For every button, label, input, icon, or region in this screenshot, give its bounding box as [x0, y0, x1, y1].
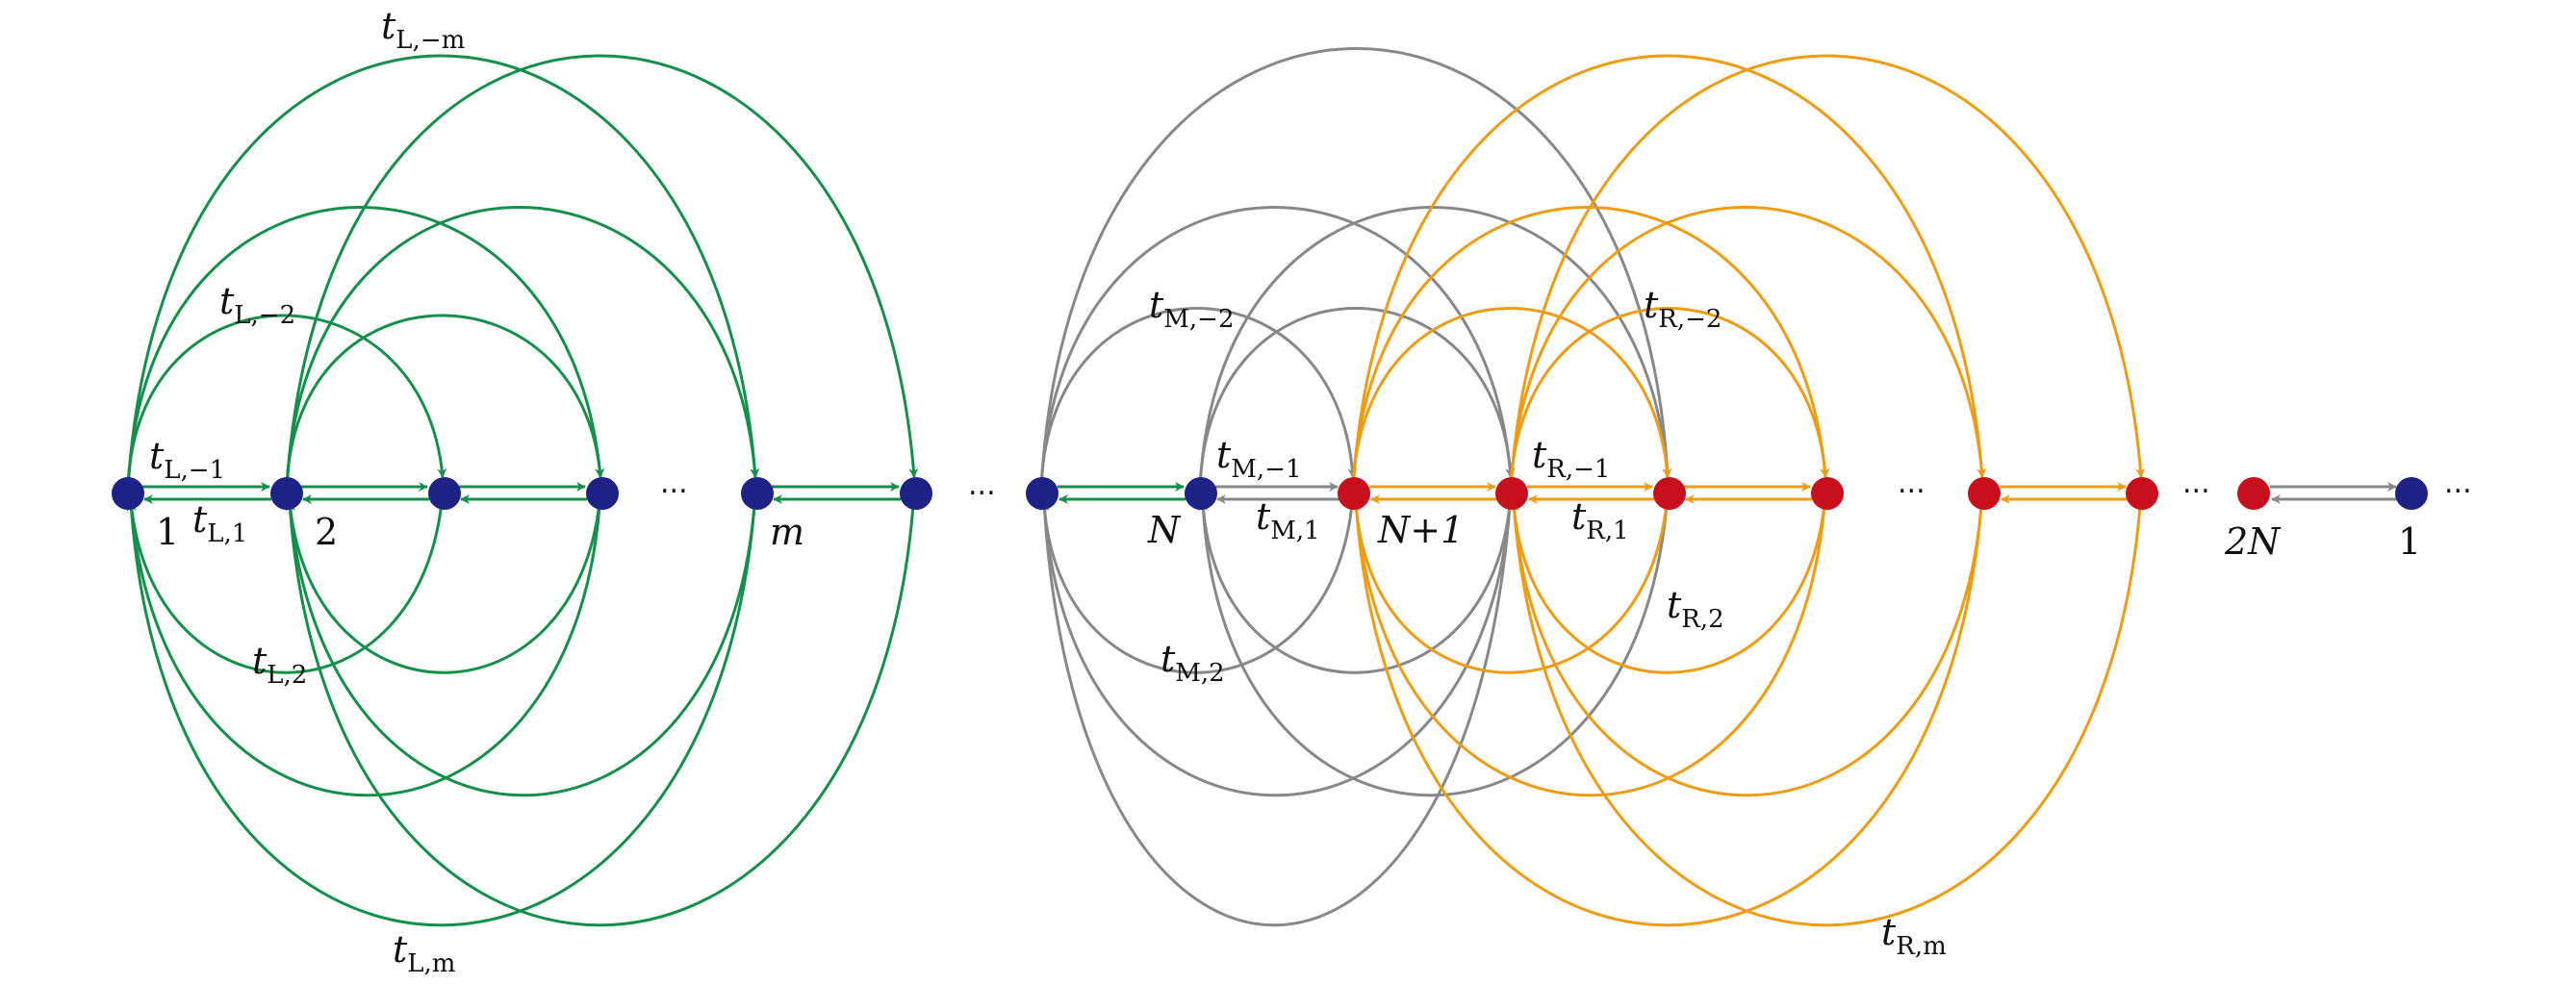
- node-L-1: [112, 477, 144, 510]
- node-M-a: [1026, 477, 1058, 510]
- arc-M-dn-d: [1198, 492, 1670, 797]
- node-label-1: 1: [156, 511, 179, 553]
- ellipsis-5: ...: [2444, 467, 2472, 500]
- arc-M-dn-b: [1198, 492, 1513, 674]
- node-label-end-1: 1: [2398, 520, 2421, 563]
- hopping-labels: tL,−m tL,−2 tL,−1 tL,1 tL,2 tL,m tM,−2 t…: [149, 5, 1947, 978]
- node-R-2N: [2237, 477, 2270, 510]
- arc-L-up-2-4: [285, 314, 605, 490]
- arc-L-dn-3-1: [126, 492, 445, 674]
- node-L-2: [270, 477, 303, 510]
- label-t-L-1: tL,1: [192, 498, 247, 548]
- node-L-4: [586, 477, 619, 510]
- node-label-N: N: [1147, 509, 1182, 551]
- label-t-L-2: tL,2: [252, 640, 307, 690]
- nn-arrows-left: [142, 482, 1186, 504]
- arc-L-dn-m1-2: [285, 492, 916, 927]
- arc-L-dn-4-2: [285, 492, 602, 674]
- left-arcs: [126, 54, 919, 927]
- node-L-m: [741, 477, 774, 510]
- arc-R-up-a: [1351, 307, 1672, 490]
- ellipsis-4: ...: [2182, 467, 2210, 500]
- arc-R-up-c: [1351, 206, 1830, 490]
- node-L-m1: [900, 477, 932, 510]
- arc-M-up-d: [1198, 206, 1672, 490]
- arc-M-dn-c: [1039, 492, 1513, 797]
- arc-R-dn-f: [1509, 492, 2143, 927]
- node-L-3: [428, 477, 461, 510]
- arc-L-dn-m-2: [285, 492, 757, 797]
- label-t-R-m: tR,m: [1881, 911, 1947, 961]
- nn-arrows-middle: [1215, 482, 2398, 504]
- label-t-R-minus-1: tR,−1: [1532, 434, 1610, 484]
- node-R-N1: [1338, 477, 1370, 510]
- node-R-2: [1495, 477, 1528, 510]
- arc-R-up-d: [1509, 206, 1987, 490]
- node-R-3: [1653, 477, 1686, 510]
- arc-R-dn-c: [1351, 492, 1827, 797]
- node-label-m: m: [770, 511, 804, 553]
- label-t-M-minus-2: tM,−2: [1149, 284, 1235, 334]
- label-t-R-1: tR,1: [1571, 495, 1629, 545]
- label-t-L-minus-1: tL,−1: [149, 435, 225, 485]
- node-label-2N: 2N: [2224, 520, 2282, 563]
- arc-M-dn-a: [1039, 492, 1355, 674]
- label-t-R-minus-2: tR,−2: [1644, 284, 1722, 334]
- arc-L-up-1-4: [126, 206, 605, 490]
- arc-R-dn-b: [1509, 492, 1827, 674]
- label-t-M-1: tM,1: [1256, 495, 1320, 545]
- ellipsis-2: ...: [968, 468, 996, 502]
- nodes: [112, 477, 2428, 510]
- arc-M-up-c: [1039, 206, 1516, 490]
- node-label-2: 2: [315, 511, 338, 553]
- arc-R-dn-d: [1509, 492, 1984, 797]
- arc-M-dn-e: [1039, 492, 1513, 927]
- label-t-M-2: tM,2: [1160, 638, 1225, 688]
- node-end-1: [2395, 477, 2428, 510]
- ellipses: ... ... ... ... ...: [660, 467, 2472, 502]
- node-R-4: [1811, 477, 1844, 510]
- arc-L-up-2-m: [285, 206, 760, 490]
- arc-M-up-a: [1039, 307, 1358, 490]
- nn-arrows-right: [1369, 482, 2128, 504]
- label-t-M-minus-1: tM,−1: [1216, 434, 1302, 484]
- arc-M-up-b: [1198, 307, 1516, 490]
- ellipsis-3: ...: [1898, 467, 1926, 500]
- arc-R-dn-a: [1351, 492, 1670, 674]
- label-t-L-m: tL,m: [393, 928, 455, 978]
- right-arcs: [1351, 54, 2146, 927]
- arc-R-up-f: [1509, 54, 2146, 490]
- node-labels: 1 2 m N N+1 2N 1: [156, 509, 2421, 563]
- arc-M-up-e: [1039, 47, 1672, 490]
- label-t-R-2: tR,2: [1667, 584, 1724, 634]
- node-R-6: [2126, 477, 2158, 510]
- ellipsis-1: ...: [660, 467, 688, 500]
- arc-L-dn-m-1: [126, 492, 757, 927]
- arc-R-up-e: [1351, 54, 1987, 490]
- arc-L-up-1-3: [126, 314, 447, 490]
- arc-R-up-b: [1509, 307, 1830, 490]
- label-t-L-minus-2: tL,−2: [219, 280, 295, 330]
- node-R-5: [1968, 477, 2001, 510]
- arc-L-up-1-m: [126, 54, 760, 490]
- arc-L-dn-4-1: [126, 492, 602, 797]
- node-label-N-plus-1: N+1: [1377, 509, 1464, 551]
- middle-arcs: [1039, 47, 1672, 927]
- arc-R-dn-e: [1351, 492, 1984, 927]
- label-t-L-minus-m: tL,−m: [381, 5, 465, 55]
- node-M-N: [1185, 477, 1217, 510]
- arc-L-up-2-m1: [285, 54, 919, 490]
